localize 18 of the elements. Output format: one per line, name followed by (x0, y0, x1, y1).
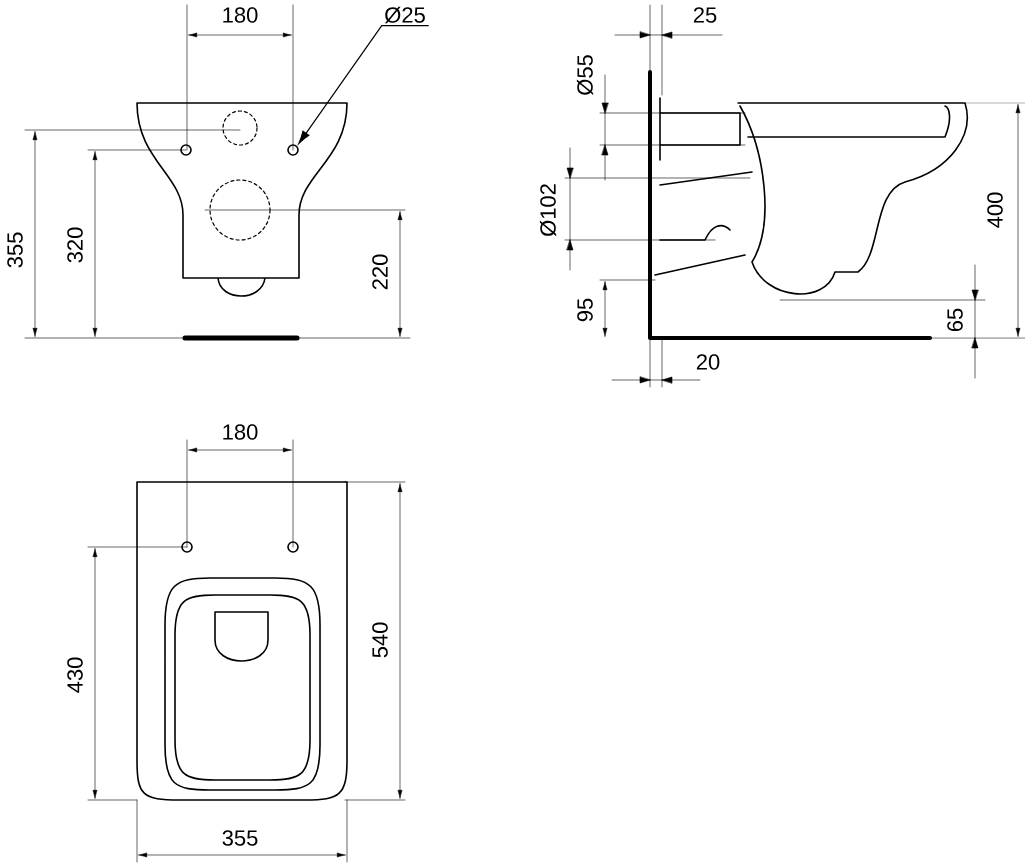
dimension-label: Ø55 (576, 55, 594, 95)
dimension-label: 20 (696, 354, 720, 370)
dimension-label: 355 (7, 232, 23, 268)
mounting-hole (287, 144, 299, 156)
dimension-label: 25 (693, 7, 717, 23)
dimension-label: 320 (67, 227, 83, 263)
dimension-label: 65 (947, 308, 963, 332)
dimension-label: 430 (67, 657, 83, 693)
dimension-label: Ø102 (539, 184, 557, 237)
dimension-label: 540 (372, 622, 388, 658)
leader-line (298, 25, 429, 144)
dimension-label: Ø25 (385, 6, 425, 24)
dimension-label: 95 (577, 298, 593, 322)
dimension-label: 180 (223, 424, 258, 440)
dimension-label: 220 (372, 254, 388, 290)
dimension-label: 400 (987, 192, 1003, 228)
dimension-label: 355 (222, 830, 258, 846)
dimension-label: 180 (223, 7, 258, 23)
